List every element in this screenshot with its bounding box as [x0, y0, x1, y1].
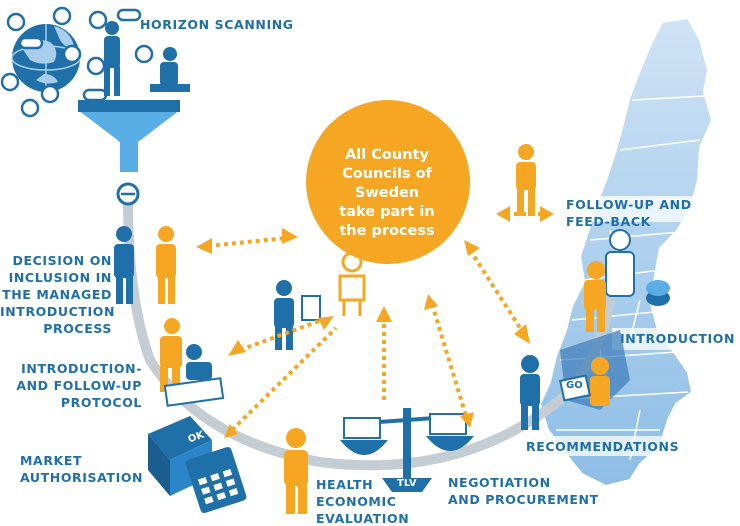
label-decision: DECISION ON INCLUSION IN THE MANAGED INT…	[0, 252, 116, 337]
label-line: MARKET	[20, 453, 83, 468]
label-line: FOLLOW-UP AND	[566, 197, 692, 212]
center-line: take part in	[339, 204, 435, 220]
center-line: Councils of Sweden	[342, 166, 432, 201]
label-line: INTRODUCTION-	[21, 361, 142, 376]
label-horizon-scanning: HORIZON SCANNING	[140, 17, 294, 32]
label-market-authorisation: MARKET AUTHORISATION	[20, 452, 143, 486]
label-follow-up: FOLLOW-UP AND FEED-BACK	[566, 196, 692, 230]
authorisation-box-icon	[148, 416, 247, 514]
label-health-economic-evaluation: HEALTH ECONOMIC EVALUATION	[316, 476, 409, 526]
center-line: All County	[345, 147, 429, 163]
connector-arrows	[207, 212, 544, 432]
center-circle	[306, 100, 470, 264]
introduction-figures	[584, 229, 670, 332]
center-figure-icon	[338, 251, 366, 316]
go-sign: GO	[566, 380, 583, 391]
label-line: INCLUSION IN	[8, 270, 112, 285]
reviewer-figure-icon	[274, 280, 321, 350]
tlv-badge: TLV	[397, 478, 417, 489]
thinking-figure-icon	[284, 428, 308, 514]
label-line: AND FOLLOW-UP	[16, 378, 142, 393]
label-recommendations: RECOMMENDATIONS	[526, 439, 680, 454]
label-line: DECISION ON	[12, 253, 112, 268]
label-line: THE MANAGED	[2, 287, 112, 302]
label-line: PROTOCOL	[60, 395, 142, 410]
label-line: AND PROCUREMENT	[448, 492, 599, 507]
label-line: PROCESS	[43, 321, 112, 336]
label-protocol: INTRODUCTION- AND FOLLOW-UP PROTOCOL	[0, 360, 142, 411]
label-line: HEALTH	[316, 477, 374, 492]
label-line: ECONOMIC	[316, 494, 397, 509]
scales-icon	[340, 408, 474, 492]
researchers-icon	[104, 21, 190, 96]
recommendations-figures	[520, 330, 630, 430]
decision-figures	[114, 226, 176, 304]
protocol-figures	[160, 318, 225, 407]
label-line: EVALUATION	[316, 511, 410, 526]
label-line: FEED-BACK	[566, 214, 651, 229]
label-line: NEGOTIATION	[448, 475, 551, 490]
followup-figure-icon	[516, 144, 536, 216]
center-line: the process	[339, 223, 435, 239]
funnel-icon	[78, 100, 180, 206]
label-line: INTRODUCTION	[0, 304, 116, 319]
arrowheads	[196, 206, 554, 438]
label-line: AUTHORISATION	[20, 470, 144, 485]
label-negotiation: NEGOTIATION AND PROCUREMENT	[448, 474, 599, 508]
center-statement: All County Councils of Sweden take part …	[322, 146, 452, 241]
label-introduction: INTRODUCTION	[620, 331, 736, 346]
pill-icons	[0, 6, 154, 118]
